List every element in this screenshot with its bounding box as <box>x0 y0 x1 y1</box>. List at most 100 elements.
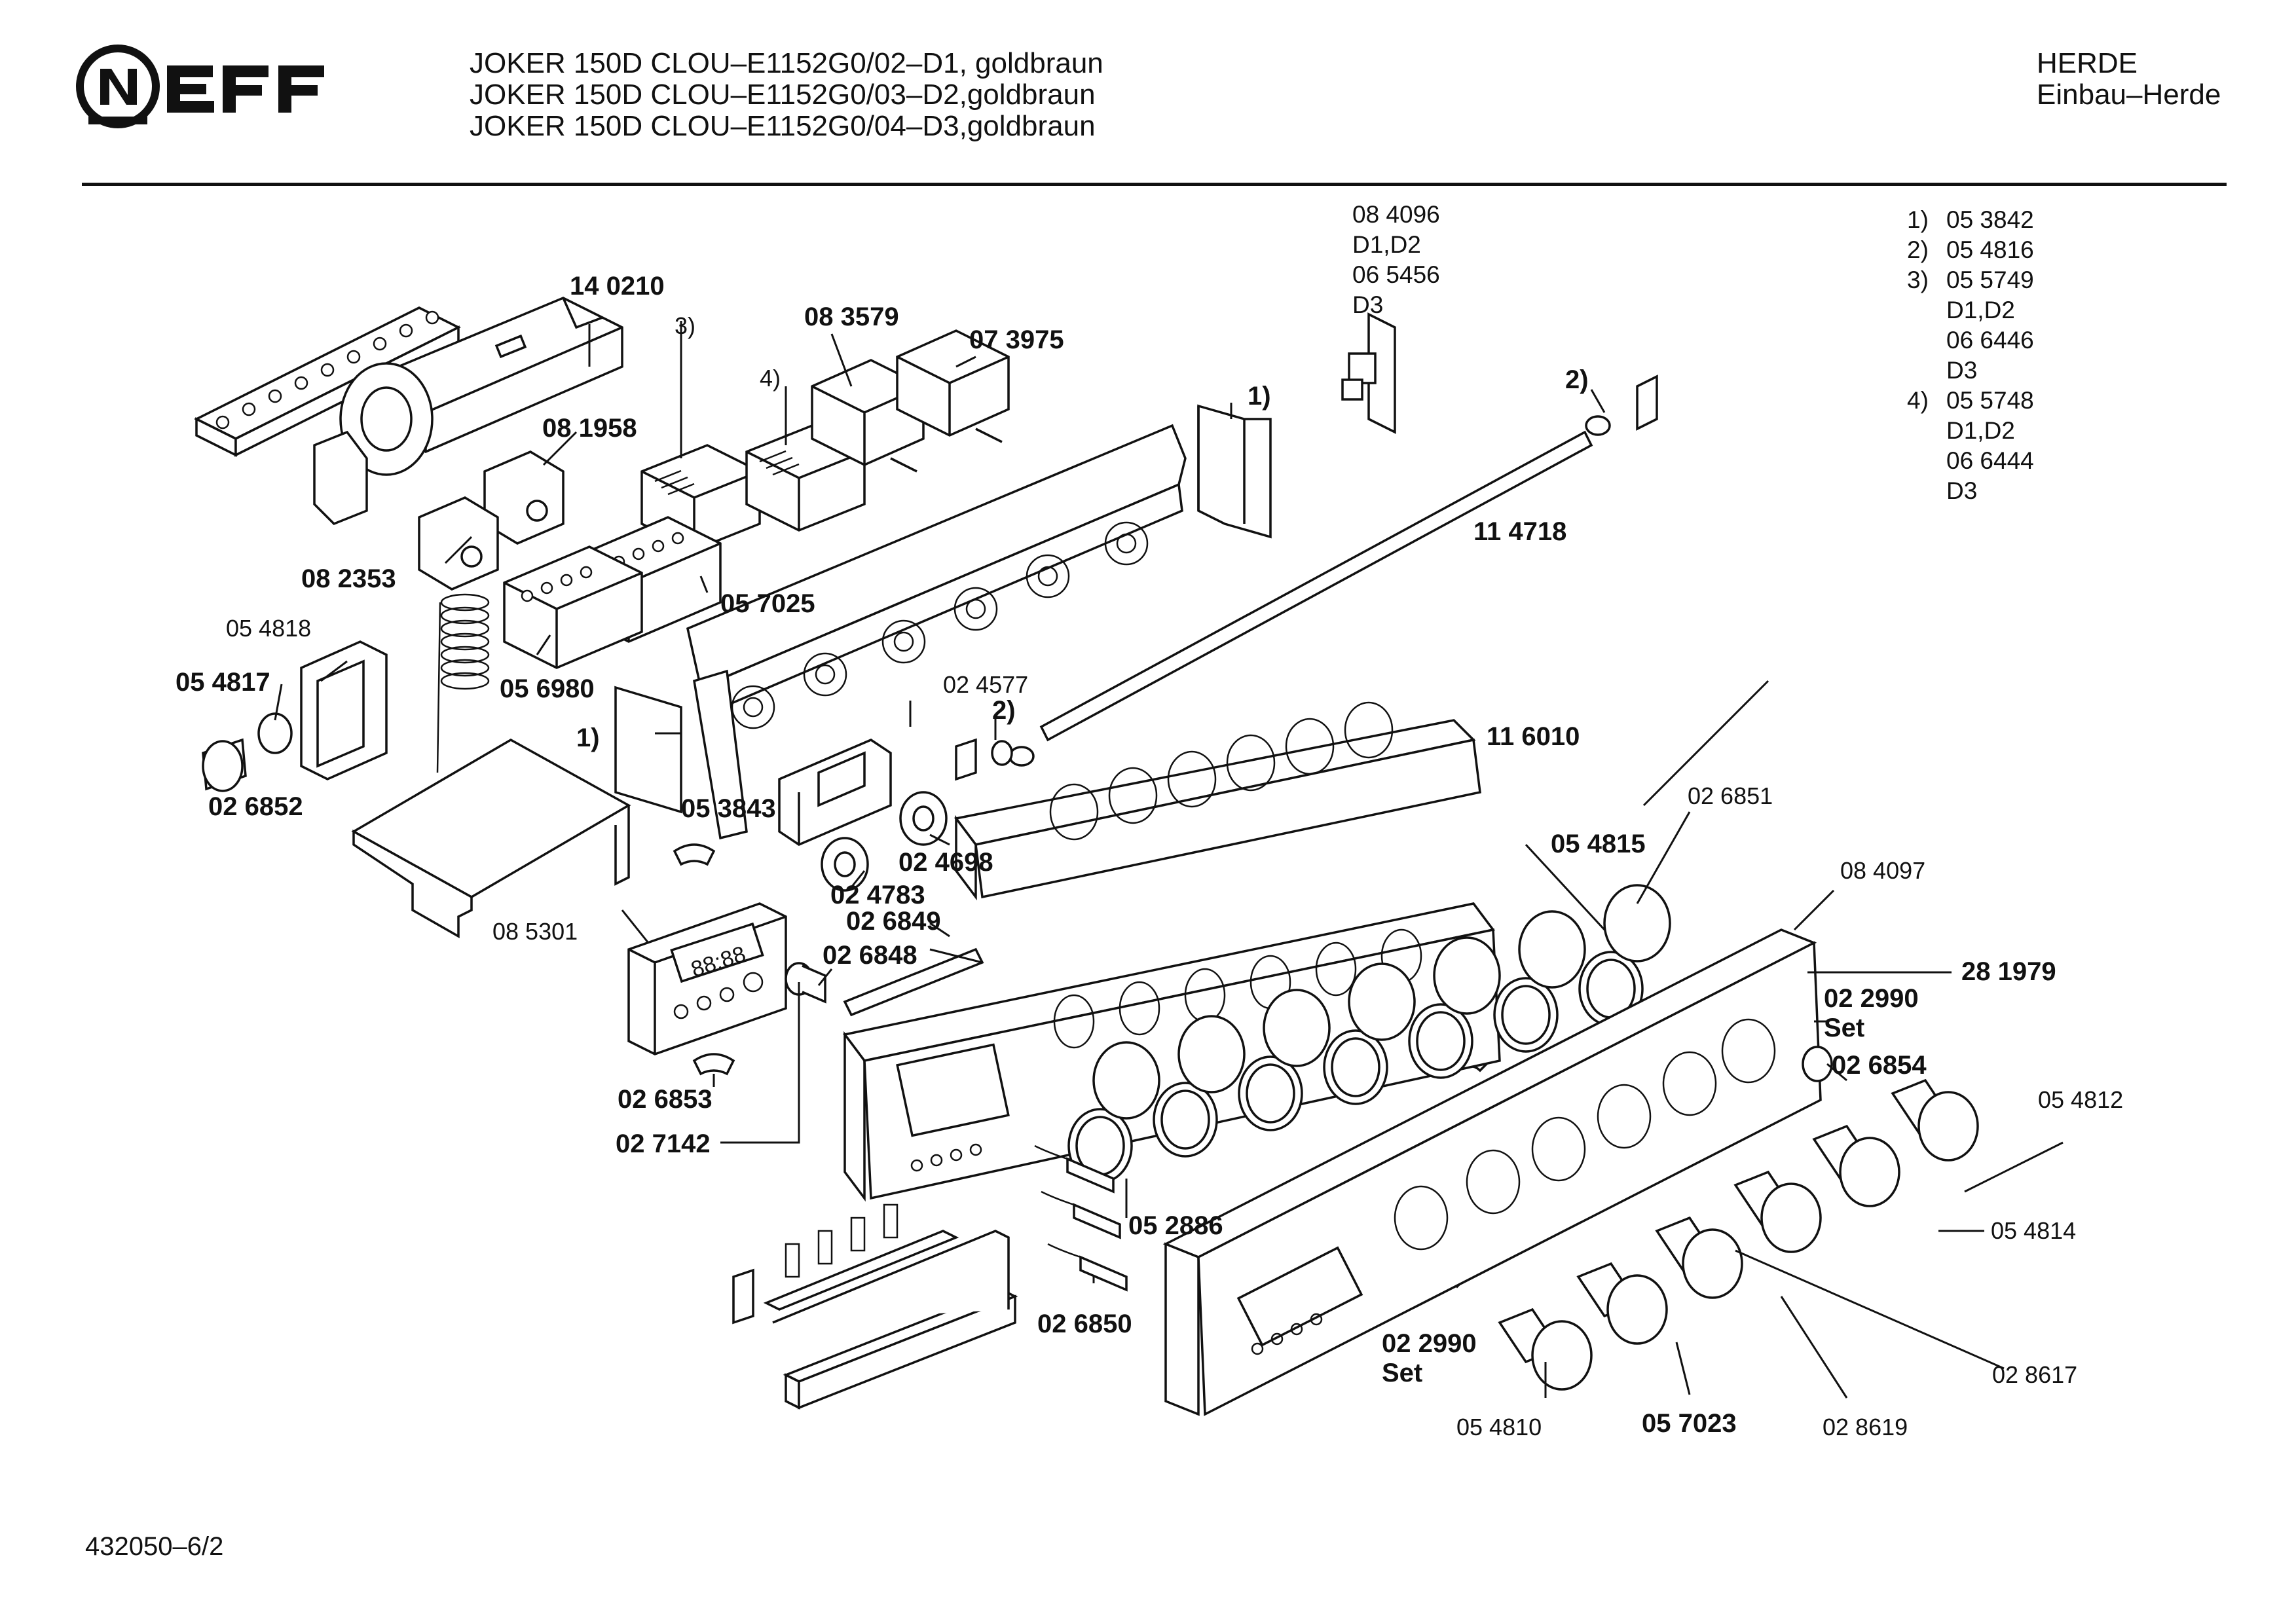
footnote-ref-2a: 2) <box>992 696 1016 725</box>
footnote-ref-1b: 1) <box>1248 382 1271 411</box>
subcategory-label: Einbau–Herde <box>2037 79 2221 111</box>
footnote-3: 3) 05 5749 <box>1907 265 2034 295</box>
part-label-054817: 05 4817 <box>176 668 270 697</box>
part-label-024698: 02 4698 <box>898 848 993 877</box>
knob-sleeve-part <box>1092 884 1671 1120</box>
set-label-a: Set <box>1824 1014 1864 1042</box>
footnote-2: 2) 05 4816 <box>1907 235 2034 265</box>
part-label-056980: 05 6980 <box>500 674 595 703</box>
variant-note: 08 4096 D1,D2 06 5456 D3 <box>1352 200 1440 320</box>
part-label-054815: 05 4815 <box>1551 830 1646 858</box>
part-label-024577: 02 4577 <box>943 671 1028 698</box>
part-label-116010: 11 6010 <box>1487 722 1580 751</box>
part-label-140210: 14 0210 <box>570 272 665 301</box>
footnote-part: 05 5749 <box>1946 266 2034 293</box>
part-label-053843: 05 3843 <box>681 794 776 823</box>
footnote-1: 1)05 3842 <box>1907 205 2034 235</box>
main-switch-part <box>503 545 643 669</box>
footnote-4-alt-variant: D3 <box>1907 476 2034 506</box>
footnote-4: 4) 05 5748 <box>1907 386 2034 416</box>
cam-disc-part <box>821 738 1013 892</box>
part-label-081958: 08 1958 <box>542 414 637 443</box>
footnote-number: 4) <box>1907 387 1929 414</box>
footnote-3-alt: 06 6446 <box>1907 325 2034 356</box>
selector-switch-4-part <box>745 424 866 532</box>
part-label-052886: 05 2886 <box>1128 1211 1223 1240</box>
footnote-3-variant: D1,D2 <box>1907 295 2034 325</box>
variant-note-line: D1,D2 <box>1352 231 1421 258</box>
footnote-ref-3: 3) <box>675 312 695 339</box>
neff-logo <box>76 45 324 128</box>
part-label-281979: 28 1979 <box>1961 957 2056 986</box>
part-label-083579: 08 3579 <box>804 302 899 331</box>
footnote-ref-1a: 1) <box>576 724 600 752</box>
footnote-number: 2) <box>1907 236 1929 263</box>
model-title-line-2: JOKER 150D CLOU–E1152G0/03–D2,goldbraun <box>470 79 1096 111</box>
variant-note-line: 08 4096 <box>1352 201 1440 228</box>
part-label-026849: 02 6849 <box>846 907 941 936</box>
footnote-3-alt-variant: D3 <box>1907 356 2034 386</box>
cover-plate-part <box>614 686 682 814</box>
electronic-clock-part: 88:88 <box>627 902 787 1055</box>
footnote-part: 05 5748 <box>1946 387 2034 414</box>
model-title-line-3: JOKER 150D CLOU–E1152G0/04–D3,goldbraun <box>470 110 1096 142</box>
footnote-variant: D3 <box>1946 477 1978 504</box>
part-label-054810: 05 4810 <box>1456 1414 1542 1440</box>
footnote-variant: D1,D2 <box>1946 297 2015 323</box>
footnote-number: 3) <box>1907 266 1929 293</box>
part-label-026854: 02 6854 <box>1832 1051 1927 1080</box>
fan-motor-housing-part <box>313 297 623 526</box>
part-label-026851: 02 6851 <box>1688 782 1773 809</box>
part-label-084097: 08 4097 <box>1840 857 1925 884</box>
part-label-026848: 02 6848 <box>823 941 917 970</box>
footnote-list: 1)05 3842 2) 05 4816 3) 05 5749 D1,D2 06 6… <box>1907 205 2034 506</box>
knob-ring-part <box>1067 951 1644 1184</box>
part-label-027142: 02 7142 <box>616 1129 711 1158</box>
footnote-ref-4: 4) <box>760 365 781 392</box>
part-label-085301: 08 5301 <box>492 918 578 945</box>
footnote-variant: D3 <box>1946 357 1978 384</box>
front-fascia-panel-part <box>1162 928 1822 1416</box>
mounting-bracket-part <box>1341 312 1396 434</box>
cable-channel-part <box>772 1230 1018 1410</box>
footnote-part: 05 3842 <box>1946 206 2034 233</box>
heating-rod-part <box>1009 375 1658 767</box>
cover-plate-part <box>1197 404 1272 539</box>
part-label-026850: 02 6850 <box>1037 1310 1132 1338</box>
category-block: HERDE Einbau–Herde <box>2037 48 2221 111</box>
part-label-022990-b: 02 2990 <box>1382 1329 1477 1358</box>
part-label-054814: 05 4814 <box>1991 1217 2076 1244</box>
energy-regulator-part <box>896 329 1010 443</box>
part-label-054818: 05 4818 <box>226 615 311 642</box>
header-divider <box>82 183 2227 186</box>
model-title-block: JOKER 150D CLOU–E1152G0/02–D1, goldbraun… <box>470 48 1103 142</box>
knob-frame-part <box>954 701 1481 901</box>
part-label-114718: 11 4718 <box>1473 517 1566 546</box>
control-knob-part <box>1498 1078 1979 1391</box>
pilot-lamp-part <box>785 962 826 1004</box>
variant-note-line: 06 5456 <box>1352 261 1440 288</box>
footnote-4-alt: 06 6444 <box>1907 446 2034 476</box>
thermostat-part <box>418 450 565 773</box>
footnote-part: 05 4816 <box>1946 236 2034 263</box>
footnote-part: 06 6444 <box>1946 447 2034 474</box>
category-label: HERDE <box>2037 47 2138 79</box>
footnote-ref-2b: 2) <box>1565 365 1589 394</box>
part-label-028619: 02 8619 <box>1823 1414 1908 1440</box>
lamp-holder-part <box>202 640 388 792</box>
part-label-026852: 02 6852 <box>208 792 303 821</box>
energy-regulator-part <box>811 359 925 473</box>
model-title-line-1: JOKER 150D CLOU–E1152G0/02–D1, goldbraun <box>470 47 1103 79</box>
timer-bracket-part <box>778 739 892 846</box>
footnote-4-variant: D1,D2 <box>1907 416 2034 446</box>
part-label-057023: 05 7023 <box>1642 1409 1737 1438</box>
part-label-022990-a: 02 2990 <box>1824 984 1919 1013</box>
rear-switch-panel-part <box>686 424 1187 840</box>
set-label-b: Set <box>1382 1359 1422 1387</box>
wiring-terminal-part <box>732 1203 959 1325</box>
part-label-057025: 05 7025 <box>720 589 815 618</box>
document-code: 432050–6/2 <box>85 1532 224 1561</box>
part-label-028617: 02 8617 <box>1992 1361 2077 1388</box>
